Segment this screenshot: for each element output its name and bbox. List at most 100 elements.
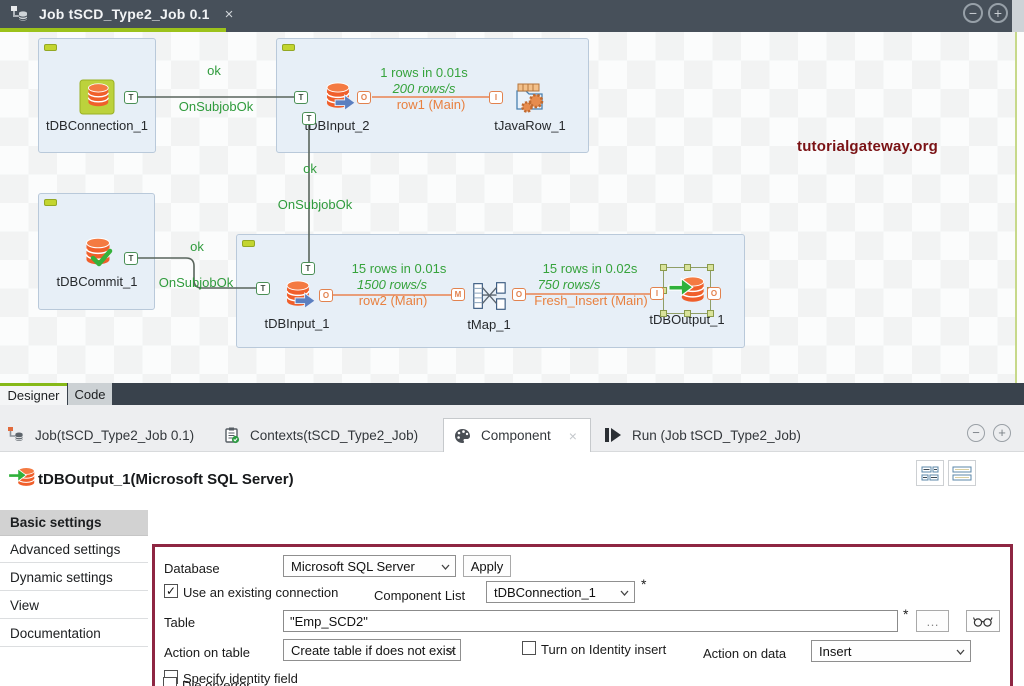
component-palette-icon xyxy=(455,428,470,443)
action-on-table-select[interactable]: Create table if does not exist xyxy=(283,639,461,661)
trigger-label[interactable]: OnSubjobOk xyxy=(277,197,353,212)
port-trigger[interactable]: T xyxy=(256,282,270,295)
palette-collapsed-strip[interactable] xyxy=(1015,32,1024,383)
subjob-collapse-button[interactable] xyxy=(44,44,57,51)
database-select[interactable]: Microsoft SQL Server xyxy=(283,555,456,577)
tdboutput-icon xyxy=(668,273,706,309)
subjob-collapse-button[interactable] xyxy=(282,44,295,51)
port-input[interactable]: I xyxy=(650,287,664,300)
use-existing-connection-label: Use an existing connection xyxy=(183,585,339,600)
panel-minimize-button[interactable]: − xyxy=(967,424,985,442)
active-tab-underline xyxy=(0,28,226,32)
table-label: Table xyxy=(164,615,196,630)
port-input[interactable]: I xyxy=(489,91,503,104)
flow-stat: 15 rows in 0.01s xyxy=(351,261,447,276)
subjob-collapse-button[interactable] xyxy=(242,240,255,247)
maximize-button[interactable]: + xyxy=(988,3,1008,23)
tab-run[interactable]: Run (Job tSCD_Type2_Job) xyxy=(604,418,801,452)
tab-job[interactable]: Job(tSCD_Type2_Job 0.1) xyxy=(8,418,194,452)
port-output[interactable]: O xyxy=(357,91,371,104)
flow-row-label[interactable]: row1 (Main) xyxy=(396,97,466,112)
view-tab-bar: Designer Code xyxy=(0,383,1024,405)
panel-maximize-button[interactable]: + xyxy=(993,424,1011,442)
port-map-input[interactable]: M xyxy=(451,288,465,301)
tdbcommit-icon xyxy=(78,235,113,267)
watermark: tutorialgateway.org xyxy=(797,138,939,155)
port-trigger[interactable]: T xyxy=(302,112,316,125)
component-list-label: Component List xyxy=(374,588,466,603)
row-layout-button[interactable] xyxy=(948,460,976,486)
port-trigger[interactable]: T xyxy=(124,252,138,265)
port-trigger[interactable]: T xyxy=(294,91,308,104)
trigger-status: ok xyxy=(207,63,221,78)
tab-designer[interactable]: Designer xyxy=(0,383,67,405)
sidebar-item-basic-settings[interactable]: Basic settings xyxy=(0,510,148,536)
basic-settings-form: Database Microsoft SQL Server Apply Use … xyxy=(152,544,1013,686)
table-input[interactable] xyxy=(283,610,898,632)
component-tdbconnection[interactable]: tDBConnection_1 xyxy=(37,79,157,133)
tab-code[interactable]: Code xyxy=(68,383,112,405)
database-label: Database xyxy=(164,561,220,576)
component-label: tDBCommit_1 xyxy=(56,274,138,289)
trigger-label[interactable]: OnSubjobOk xyxy=(158,275,234,290)
component-label: tDBInput_2 xyxy=(304,118,370,133)
apply-button[interactable]: Apply xyxy=(463,555,511,577)
flow-stat: 1 rows in 0.01s xyxy=(380,65,468,80)
component-label: tDBInput_1 xyxy=(264,316,330,331)
minimize-button[interactable]: − xyxy=(963,3,983,23)
die-on-error-checkbox[interactable] xyxy=(163,677,177,686)
table-browse-button[interactable]: … xyxy=(916,610,949,632)
tdbconnection-icon xyxy=(79,79,115,115)
use-existing-connection-checkbox[interactable] xyxy=(164,584,178,598)
component-tdbinput1[interactable]: tDBInput_1 xyxy=(237,277,357,331)
tab-contexts[interactable]: Contexts(tSCD_Type2_Job) xyxy=(224,418,418,452)
trigger-status: ok xyxy=(190,239,204,254)
port-output[interactable]: O xyxy=(512,288,526,301)
flow-row-label[interactable]: Fresh_Insert (Main) xyxy=(534,293,648,308)
component-list-select[interactable]: tDBConnection_1 xyxy=(486,581,635,603)
sidebar-item-documentation[interactable]: Documentation xyxy=(0,621,148,647)
action-on-data-select[interactable]: Insert xyxy=(811,640,971,662)
titlebar-edge xyxy=(1012,0,1024,32)
contexts-icon xyxy=(225,427,240,443)
sidebar-item-dynamic-settings[interactable]: Dynamic settings xyxy=(0,565,148,591)
bottom-panel: Job(tSCD_Type2_Job 0.1) Contexts(tSCD_Ty… xyxy=(0,405,1024,686)
job-icon xyxy=(8,427,23,441)
grid-layout-button[interactable] xyxy=(916,460,944,486)
job-editor-tab[interactable]: Job tSCD_Type2_Job 0.1 × xyxy=(0,0,245,28)
component-tdbinput2[interactable]: tDBInput_2 xyxy=(277,79,397,133)
port-trigger[interactable]: T xyxy=(124,91,138,104)
component-label: tMap_1 xyxy=(467,317,511,332)
identity-insert-checkbox[interactable] xyxy=(522,641,536,655)
flow-row-label[interactable]: row2 (Main) xyxy=(358,293,428,308)
specify-identity-label: Specify identity field xyxy=(183,671,298,686)
subjob-collapse-button[interactable] xyxy=(44,199,57,206)
trigger-label[interactable]: OnSubjobOk xyxy=(178,99,254,114)
action-on-table-label: Action on table xyxy=(164,645,251,660)
job-design-canvas[interactable]: tDBConnection_1 tDBInput_2 tJavaRow_1 xyxy=(0,32,1015,383)
required-asterisk: * xyxy=(903,606,909,622)
tab-component-close-icon[interactable]: × xyxy=(568,427,577,444)
tab-component[interactable]: Component × xyxy=(443,418,591,452)
port-trigger[interactable]: T xyxy=(301,262,315,275)
port-output[interactable]: O xyxy=(707,287,721,300)
panel-tab-bar: Job(tSCD_Type2_Job 0.1) Contexts(tSCD_Ty… xyxy=(0,418,1024,452)
flow-stat: 15 rows in 0.02s xyxy=(542,261,638,276)
port-output[interactable]: O xyxy=(319,289,333,302)
run-icon xyxy=(605,428,621,442)
job-tab-close-icon[interactable]: × xyxy=(224,5,234,23)
required-asterisk: * xyxy=(641,576,647,592)
job-tab-title: Job tSCD_Type2_Job 0.1 xyxy=(39,6,210,22)
editor-title-bar: Job tSCD_Type2_Job 0.1 × − + xyxy=(0,0,1024,32)
sidebar-item-view[interactable]: View xyxy=(0,593,148,619)
component-tdbcommit[interactable]: tDBCommit_1 xyxy=(37,235,157,289)
component-label: tJavaRow_1 xyxy=(494,118,566,133)
table-preview-button[interactable] xyxy=(966,610,1000,632)
tab-component-label: Component xyxy=(481,428,551,443)
flow-rate: 1500 rows/s xyxy=(356,277,428,292)
sidebar-item-advanced-settings[interactable]: Advanced settings xyxy=(0,537,148,563)
component-header-icon xyxy=(8,464,36,492)
component-view: tDBOutput_1(Microsoft SQL Server) Basic … xyxy=(0,452,1024,686)
component-tmap[interactable]: tMap_1 xyxy=(429,278,549,332)
component-tjavarow[interactable]: tJavaRow_1 xyxy=(470,79,590,133)
